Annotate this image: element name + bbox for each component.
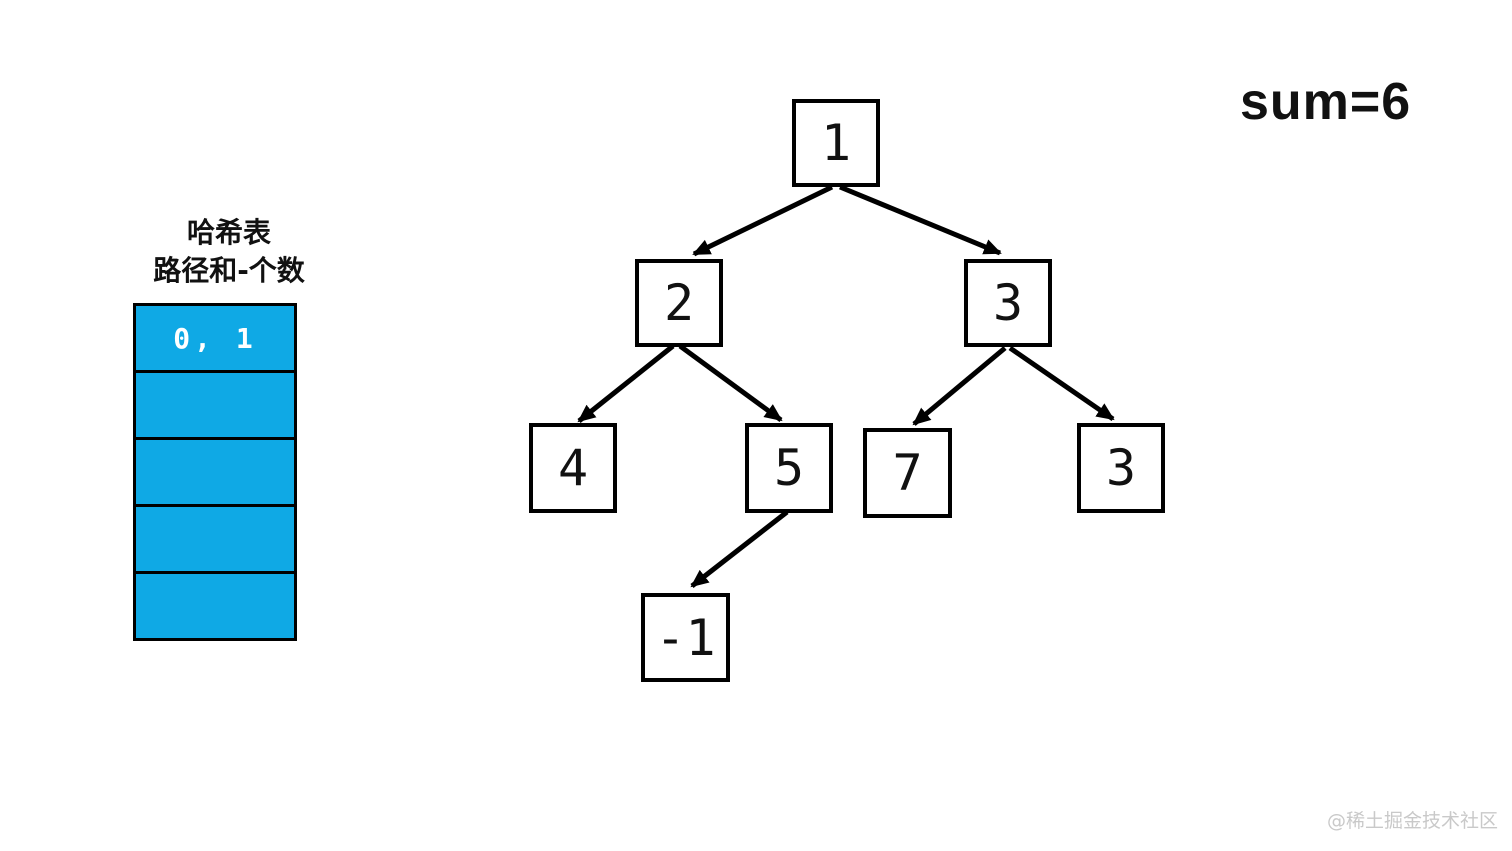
hash-table-row — [136, 571, 294, 638]
tree-node-left-left: 4 — [529, 423, 617, 513]
hash-table-row — [136, 370, 294, 437]
edge-3-3r — [1008, 345, 1115, 422]
hash-table: 0, 1 — [133, 303, 297, 641]
hash-table-row: 0, 1 — [136, 306, 294, 370]
tree-node-right-left: 7 — [863, 428, 952, 518]
hash-table-title-line2: 路径和-个数 — [153, 254, 305, 287]
edge-5-m1 — [690, 510, 789, 588]
edge-3-7 — [912, 346, 1007, 426]
edge-1-3 — [839, 184, 1002, 256]
tree-node-right: 3 — [964, 259, 1052, 347]
edge-1-2 — [692, 184, 834, 257]
hash-table-title-line1: 哈希表 — [186, 216, 271, 249]
tree-node-root: 1 — [792, 99, 880, 187]
edge-2-5 — [678, 343, 783, 423]
watermark: @稀土掘金技术社区 — [1326, 810, 1498, 832]
tree-node-left: 2 — [635, 259, 723, 347]
tree-node-left-right: 5 — [745, 423, 833, 513]
tree-node-right-right: 3 — [1077, 423, 1165, 513]
edge-2-4 — [577, 344, 675, 423]
tree-node-left-right-left: -1 — [641, 593, 730, 682]
hash-table-row — [136, 504, 294, 571]
hash-table-row — [136, 437, 294, 504]
sum-caption: sum=6 — [1240, 73, 1412, 131]
hash-table-title: 哈希表 路径和-个数 — [109, 214, 349, 290]
